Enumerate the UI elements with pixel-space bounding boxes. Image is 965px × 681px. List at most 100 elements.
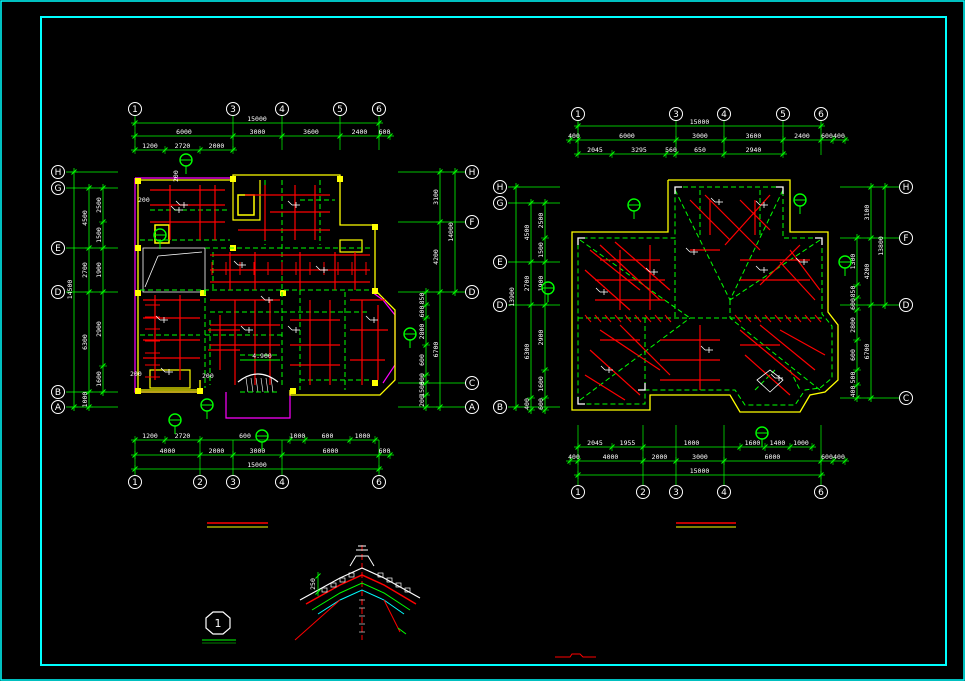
room-elevation-label: 4.900	[252, 352, 272, 360]
rebar	[589, 349, 641, 396]
roof-hip-4	[579, 317, 691, 401]
dim-tick	[315, 589, 321, 595]
rebar	[794, 314, 802, 323]
right-col-bubble-bottom-1-label: 2	[640, 488, 646, 498]
void-outline	[142, 247, 206, 293]
slab-marker	[595, 287, 608, 295]
dim-value: 1000	[684, 439, 700, 447]
slab-marker-diag	[175, 200, 181, 206]
dim-value: 2045	[587, 439, 603, 447]
left-col-bubble-bottom-1-label: 2	[197, 478, 203, 488]
right-row-bubble-left-4-circle	[493, 400, 507, 414]
dim-value: 6300	[81, 334, 89, 350]
slab-marker	[233, 260, 246, 268]
dim-value: 3000	[250, 447, 266, 455]
corner-bracket-5	[638, 383, 646, 391]
dim-value: 3000	[250, 128, 266, 136]
entry-arch	[237, 373, 279, 383]
right-row-bubble-right-0-label: H	[903, 183, 910, 193]
dim-value: 600	[418, 354, 426, 366]
left-row-bubble-left-3-circle	[51, 285, 65, 299]
dim-value: 600	[379, 128, 391, 136]
dim-value: 1600	[537, 376, 545, 392]
rebar	[744, 354, 791, 396]
dim-value: 6000	[765, 453, 781, 461]
dim-value: 1000	[290, 432, 306, 440]
right-col-bubble-top-0-label: 1	[575, 110, 581, 120]
roof-hip-1	[729, 189, 784, 301]
slab-marker	[315, 265, 328, 273]
dim-value: 4200	[863, 264, 871, 280]
detail-tag-number: 1	[215, 617, 222, 630]
roof-hip-2	[579, 239, 691, 319]
right-col-bubble-top-4-label: 6	[818, 110, 824, 120]
left-col-bubble-bottom-4-circle	[372, 475, 386, 489]
right-row-bubble-right-1-label: F	[903, 234, 908, 244]
rebar	[759, 244, 801, 286]
corner-bracket-0	[674, 186, 682, 194]
left-plan-title-underline	[207, 522, 268, 528]
dim-value: 400	[568, 132, 580, 140]
slab-marker	[287, 200, 300, 208]
dim-value: 2700	[81, 262, 89, 278]
rebar	[744, 314, 752, 323]
wall-stair	[232, 180, 261, 221]
slab-marker	[365, 315, 378, 323]
left-row-bubble-left-5-circle	[51, 400, 65, 414]
dim-value: 850	[418, 293, 426, 305]
slab-marker-diag	[287, 200, 293, 206]
dim-value: 2720	[175, 432, 191, 440]
dim-value: 400	[833, 453, 845, 461]
right-row-bubble-left-2-circle	[493, 255, 507, 269]
column-0	[135, 178, 141, 184]
roof-slope-underside	[317, 589, 405, 615]
wall-outer-top	[138, 174, 376, 290]
rebar	[599, 329, 661, 371]
rebar	[584, 314, 592, 323]
slab-marker-diag	[645, 267, 651, 273]
dim-value: 2045	[587, 146, 603, 154]
dim-value: 650	[694, 146, 706, 154]
dim-value: 2800	[849, 317, 857, 333]
slab-marker-diag	[685, 247, 691, 253]
rebar	[739, 329, 801, 381]
roof-ridge-detail: 250	[294, 545, 421, 641]
rebar	[584, 374, 626, 401]
detail-leader-left	[294, 599, 341, 641]
column-large-3	[339, 239, 363, 253]
dim-value: 1955	[620, 439, 636, 447]
rebar	[654, 314, 662, 323]
dim-value: 1900	[95, 262, 103, 278]
right-col-bubble-bottom-0-circle	[571, 485, 585, 499]
right-col-bubble-top-0-circle	[571, 107, 585, 121]
rebar	[774, 314, 782, 323]
roof-eave-dashed	[577, 186, 833, 406]
slab-marker	[287, 325, 300, 333]
entry-arch-hatch	[260, 377, 264, 393]
slab-marker-diag	[287, 325, 293, 331]
slab-marker	[260, 295, 273, 303]
dim-value: 2400	[794, 132, 810, 140]
column-2	[337, 176, 343, 182]
dim-value: 14000	[447, 222, 455, 242]
slab-marker	[645, 267, 658, 275]
left-row-bubble-right-2-label: D	[469, 288, 476, 298]
slab-marker	[160, 367, 173, 375]
slab-marker-diag	[365, 315, 371, 321]
column-9	[135, 388, 141, 394]
dim-value: 1200	[142, 142, 158, 150]
column-4	[135, 245, 141, 251]
tile-right	[386, 577, 393, 583]
void-diagonal-2	[157, 251, 203, 257]
entry-arch-hatch	[250, 377, 254, 393]
rebar	[624, 314, 632, 323]
rebar	[584, 269, 631, 311]
rebar	[594, 314, 602, 323]
dim-value: 6000	[176, 128, 192, 136]
column-large-1	[154, 224, 170, 244]
dim-value: 3000	[692, 132, 708, 140]
rebar	[644, 314, 652, 323]
right-col-bubble-top-3-label: 5	[780, 110, 786, 120]
left-row-bubble-left-1-circle	[51, 181, 65, 195]
